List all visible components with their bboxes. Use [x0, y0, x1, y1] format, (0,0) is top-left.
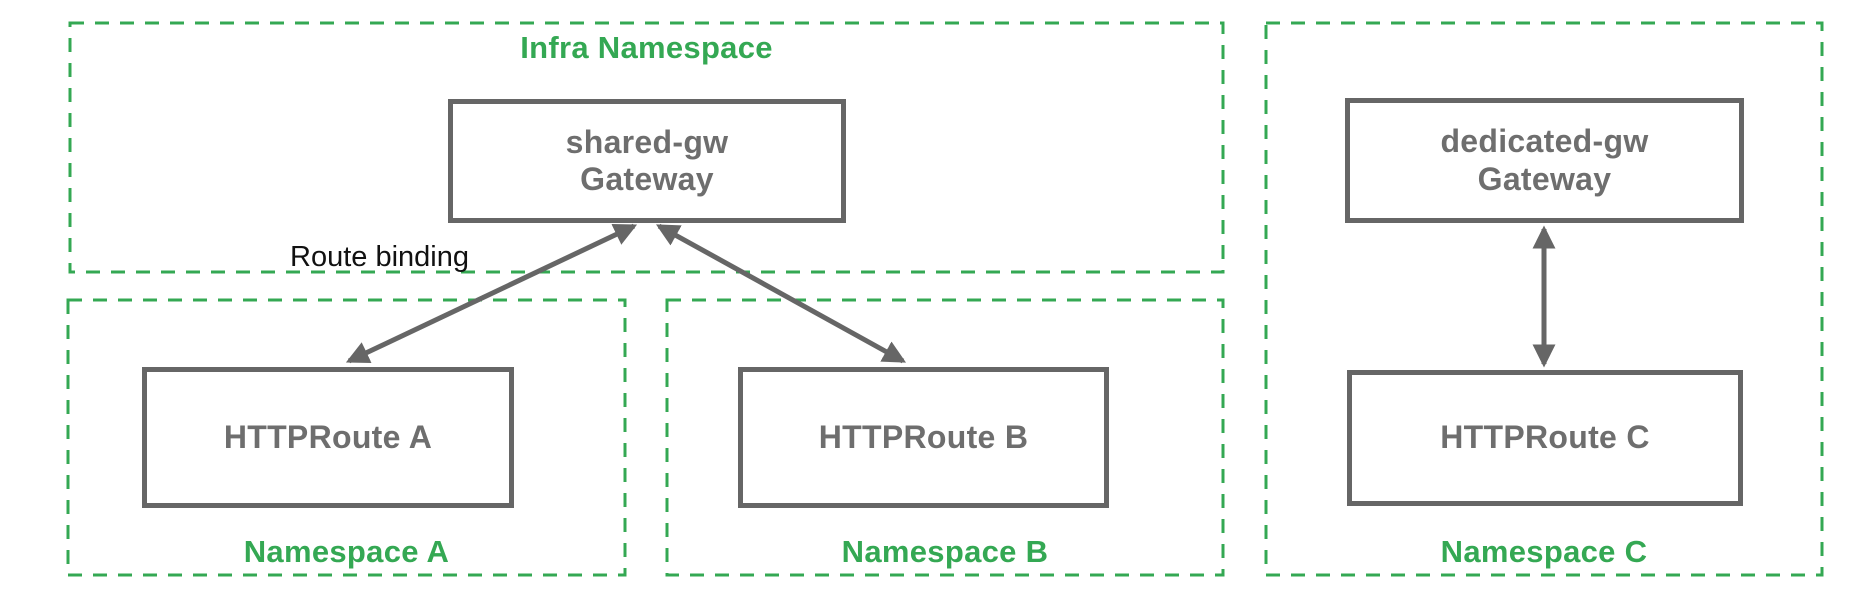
edge-httproute-b-to-shared-gw-arrow	[655, 223, 907, 364]
node-httproute-c-name: HTTPRoute C	[1440, 419, 1650, 456]
node-dedicated-gw-gateway: dedicated-gw Gateway	[1345, 98, 1744, 223]
node-dedicated-gw-name: dedicated-gw	[1440, 123, 1649, 160]
node-httproute-c: HTTPRoute C	[1347, 370, 1743, 506]
node-shared-gw-gateway: shared-gw Gateway	[448, 99, 846, 223]
node-httproute-b-name: HTTPRoute B	[818, 418, 1029, 455]
node-httproute-a: HTTPRoute A	[142, 367, 514, 508]
infra-namespace-label: Infra Namespace	[520, 30, 773, 65]
node-httproute-a-name: HTTPRoute A	[223, 418, 433, 455]
route-binding-annotation: Route binding	[290, 241, 469, 273]
node-shared-gw-name: shared-gw	[565, 123, 729, 160]
node-shared-gw-kind: Gateway	[580, 161, 714, 197]
namespace-c-label: Namespace C	[1440, 534, 1648, 569]
node-httproute-b: HTTPRoute B	[738, 367, 1109, 508]
namespace-a-label: Namespace A	[243, 534, 450, 569]
namespace-b-label: Namespace B	[841, 534, 1049, 569]
node-dedicated-gw-kind: Gateway	[1477, 160, 1612, 197]
